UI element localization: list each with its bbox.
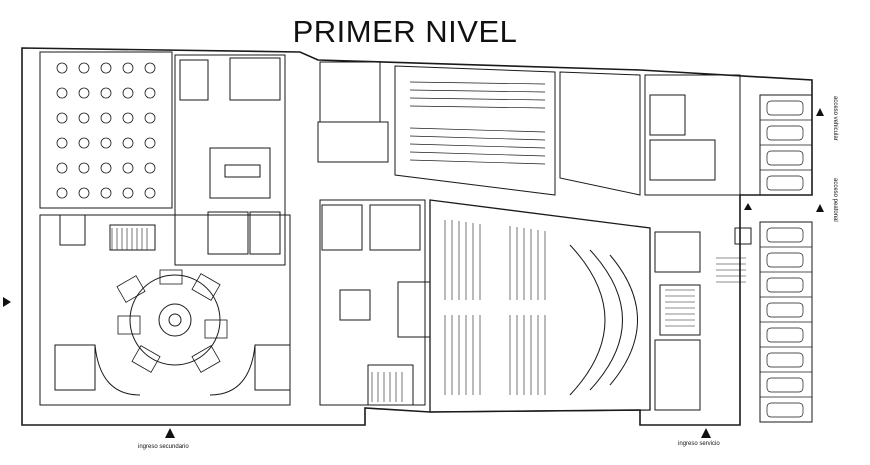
banquet-tables — [56, 62, 156, 199]
lecture-hall — [394, 65, 556, 196]
parking-stalls — [760, 100, 812, 418]
label-ingreso-servicio: ingreso servicio — [678, 441, 720, 447]
label-ingreso-secundario: ingreso secundario — [138, 444, 189, 450]
lobby-seating — [116, 269, 228, 373]
main-auditorium — [429, 199, 651, 413]
stairs — [111, 228, 746, 402]
service-entrance-arrow — [701, 428, 711, 438]
plan-title: PRIMER NIVEL — [292, 14, 518, 49]
east-top-arrow — [816, 108, 824, 116]
kitchen-block — [174, 54, 286, 266]
main-lobby — [39, 214, 291, 406]
admin-block — [319, 199, 426, 406]
label-side-top: acceso vehicular — [832, 96, 838, 141]
building-outline — [21, 47, 813, 426]
label-side-bottom: acceso peatonal — [832, 178, 838, 222]
lecture-seats — [409, 81, 546, 165]
auditorium-seats — [444, 220, 546, 395]
banquet-hall — [39, 51, 173, 209]
east-bottom-arrow — [816, 204, 824, 212]
secondary-entrance-arrow — [165, 428, 175, 438]
west-entrance-arrow — [3, 297, 11, 307]
stage — [569, 244, 606, 396]
